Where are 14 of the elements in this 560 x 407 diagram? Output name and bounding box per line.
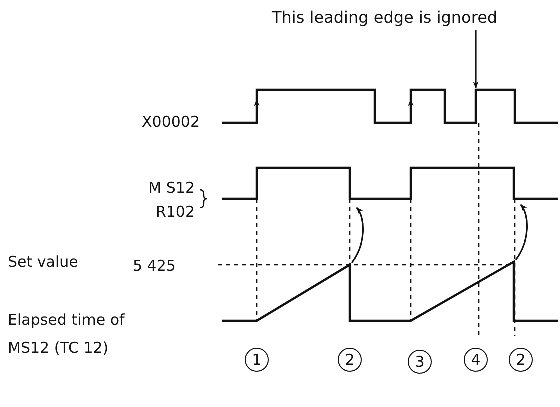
signal-name: X00002 — [142, 112, 200, 132]
note-text: This leading edge is ignored — [272, 8, 498, 28]
pulse-waveform — [222, 88, 558, 124]
value-label: 5 425 — [133, 256, 176, 276]
axis-label: Set value — [8, 252, 78, 272]
arrow — [473, 30, 479, 89]
callout-number: 2 — [509, 348, 533, 372]
signal-name: M S12 — [148, 178, 195, 198]
callout-number: 4 — [464, 348, 488, 372]
callout-number: 3 — [408, 350, 432, 374]
axis-label: Elapsed time of MS12 (TC 12) — [8, 310, 126, 359]
signal-name: R102 — [156, 202, 195, 222]
callout-number: 1 — [245, 348, 269, 372]
callout-number: 2 — [338, 348, 362, 372]
